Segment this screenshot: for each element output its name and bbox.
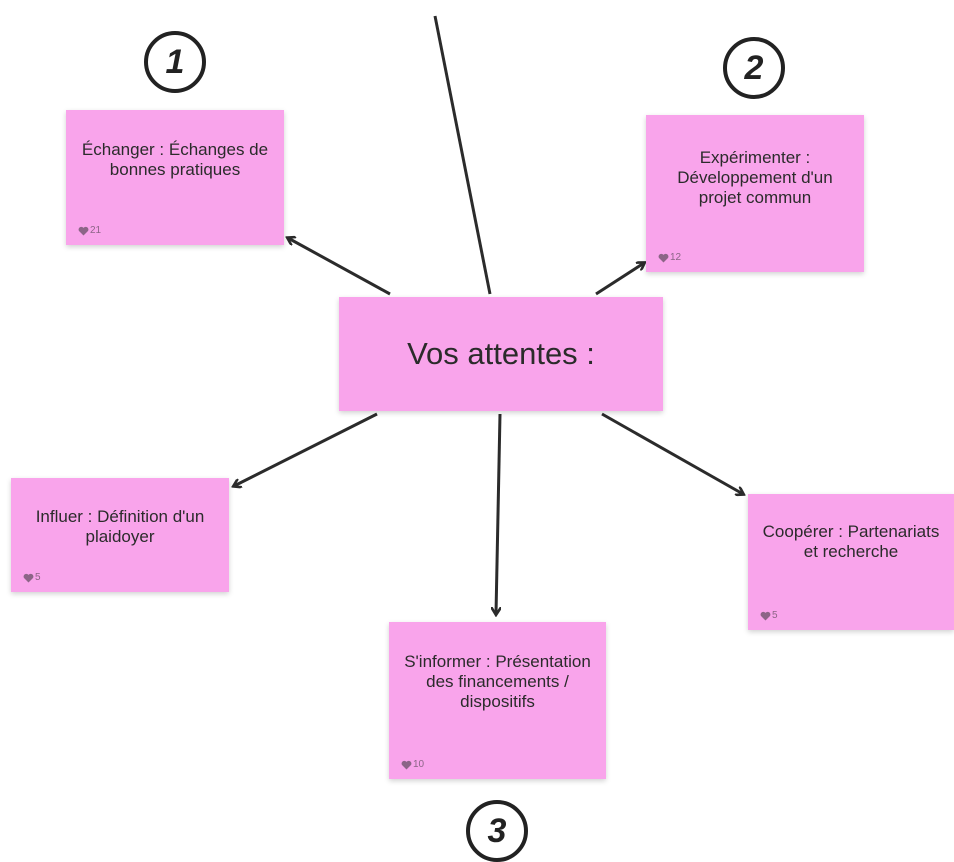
like-counter[interactable]: 5 <box>23 572 41 583</box>
sticky-note-echanger[interactable]: Échanger : Échanges de bonnes pratiques … <box>66 110 284 245</box>
like-count: 12 <box>670 252 682 263</box>
heart-icon <box>23 573 34 583</box>
connector-arrow-informer[interactable] <box>496 413 502 614</box>
connector-arrow-experimenter[interactable] <box>595 263 644 296</box>
sticky-note-influer[interactable]: Influer : Définition d'un plaidoyer 5 <box>11 478 229 592</box>
sticky-note-text: Échanger : Échanges de bonnes pratiques <box>81 140 269 179</box>
heart-icon <box>658 253 669 263</box>
heart-icon <box>760 611 771 621</box>
sticky-note-text: Expérimenter : Développement d'un projet… <box>677 148 833 207</box>
like-count: 5 <box>772 610 778 621</box>
sticky-note-text: Influer : Définition d'un plaidoyer <box>35 507 205 546</box>
connector-arrow-influer[interactable] <box>234 412 378 486</box>
like-count: 10 <box>413 759 425 770</box>
badge-number: 2 <box>744 48 764 87</box>
number-badge-3: 3 <box>466 800 528 862</box>
badge-number: 3 <box>487 811 507 850</box>
sticky-note-experimenter[interactable]: Expérimenter : Développement d'un projet… <box>646 115 864 272</box>
like-counter[interactable]: 21 <box>78 225 101 236</box>
number-badge-1: 1 <box>144 31 206 93</box>
like-count: 5 <box>35 572 41 583</box>
top-connector-line[interactable] <box>433 15 492 295</box>
like-counter[interactable]: 5 <box>760 610 778 621</box>
center-note-label: Vos attentes : <box>407 336 595 371</box>
connector-arrow-echanger[interactable] <box>288 238 391 296</box>
center-sticky-note[interactable]: Vos attentes : <box>339 297 663 411</box>
heart-icon <box>78 226 89 236</box>
like-count: 21 <box>90 225 102 236</box>
sticky-note-cooperer[interactable]: Coopérer : Partenariats et recherche 5 <box>748 494 954 630</box>
like-counter[interactable]: 12 <box>658 252 681 263</box>
heart-icon <box>401 760 412 770</box>
sticky-note-informer[interactable]: S'informer : Présentation des financemen… <box>389 622 606 779</box>
badge-number: 1 <box>165 42 185 81</box>
connector-arrow-cooperer[interactable] <box>601 412 743 494</box>
like-counter[interactable]: 10 <box>401 759 424 770</box>
number-badge-2: 2 <box>723 37 785 99</box>
sticky-note-text: Coopérer : Partenariats et recherche <box>762 522 940 561</box>
sticky-note-text: S'informer : Présentation des financemen… <box>404 652 591 711</box>
